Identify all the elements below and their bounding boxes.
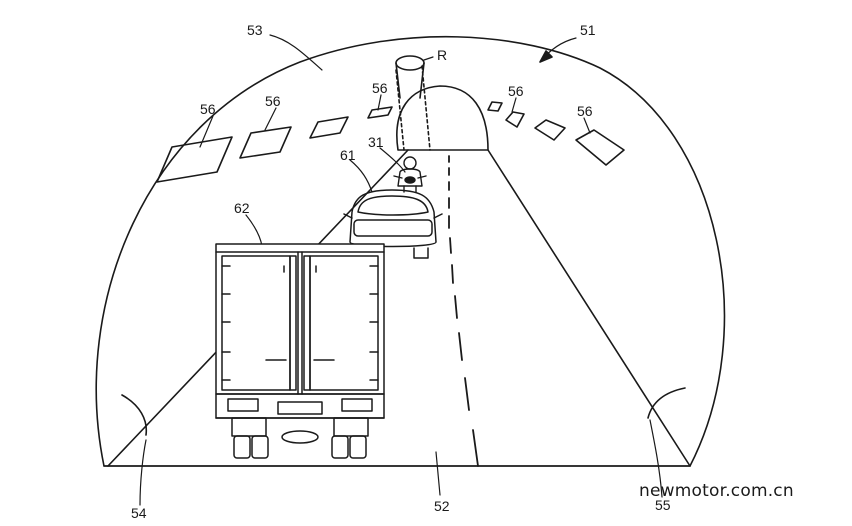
label-51: 51	[580, 22, 596, 38]
ceiling-light-left-3	[309, 116, 349, 139]
ceiling-light-right-1	[534, 119, 566, 141]
label-52: 52	[434, 498, 450, 514]
tunnel-exit-portal	[396, 85, 489, 151]
lane-center-dash	[448, 155, 479, 467]
tunnel-arch	[95, 35, 726, 467]
truck-hinges	[221, 265, 379, 381]
arrow-head-51	[539, 50, 553, 63]
light-source-R	[395, 55, 425, 71]
ceiling-light-right-0	[505, 111, 525, 128]
label-31: 31	[368, 134, 384, 150]
label-56-right-1: 56	[508, 83, 524, 99]
light-cone	[395, 65, 431, 151]
label-55: 55	[655, 497, 671, 513]
ceiling-light-left-1	[156, 136, 233, 183]
label-53: 53	[247, 22, 263, 38]
light-source-body	[395, 62, 425, 99]
road-right-edge	[487, 149, 691, 467]
label-R: R	[437, 47, 447, 63]
watermark-text: newmotor.com.cn	[639, 481, 794, 501]
ceiling-light-right-2	[575, 129, 625, 166]
label-56-left-2: 56	[265, 93, 281, 109]
label-56-right-2: 56	[577, 103, 593, 119]
motorcycle-rider	[393, 156, 427, 193]
reference-labels: 53 51 R 56 56 56 56 56 31 61 62 54 52 55	[131, 22, 671, 521]
label-56-center: 56	[372, 80, 388, 96]
left-corner-arc	[121, 394, 148, 436]
label-61: 61	[340, 147, 356, 163]
ceiling-light-center	[367, 106, 393, 119]
truck	[215, 243, 385, 459]
label-56-left-1: 56	[200, 101, 216, 117]
ceiling-light-right-small	[487, 101, 503, 112]
label-54: 54	[131, 505, 147, 521]
label-62: 62	[234, 200, 250, 216]
truck-box	[215, 243, 385, 395]
right-corner-arc	[647, 387, 686, 419]
ceiling-light-left-2	[239, 126, 292, 159]
